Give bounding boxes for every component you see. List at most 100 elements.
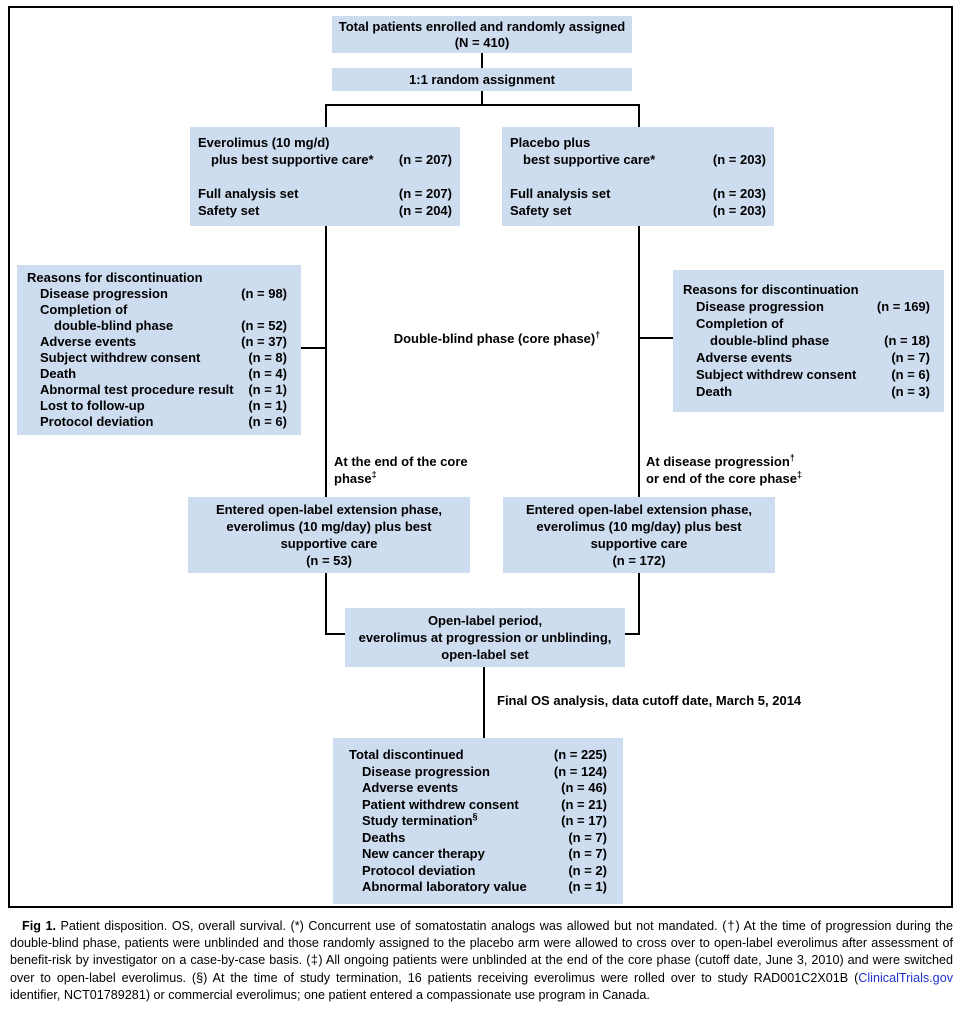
stat-value: (n = 6) — [891, 367, 930, 382]
connector-left-disc — [301, 347, 325, 349]
box-title-text: Reasons for discontinuation — [683, 282, 859, 297]
stat-row: best supportive care* (n = 203) — [510, 151, 766, 168]
open-left-n: (n = 53) — [306, 553, 352, 568]
open-right-line2: everolimus (10 mg/day) plus best — [536, 519, 742, 534]
stat-value: (n = 1) — [568, 879, 607, 894]
stat-row: Abnormal test procedure result (n = 1) — [27, 382, 287, 398]
stat-value: (n = 207) — [398, 186, 452, 201]
stat-label: Adverse events — [696, 350, 793, 365]
stat-row: Death (n = 4) — [27, 366, 287, 382]
open-right-line1: Entered open-label extension phase, — [525, 502, 753, 517]
stat-label: Full analysis set — [198, 186, 299, 201]
connector-period-to-final — [483, 667, 485, 738]
placebo-discontinuation-box: Reasons for discontinuation Disease prog… — [673, 270, 944, 412]
double-blind-phase-text: Double-blind phase (core phase) — [393, 331, 596, 346]
stat-label: Abnormal laboratory value — [362, 879, 527, 894]
figure-caption-label: Fig 1. — [22, 919, 56, 933]
stat-row: double-blind phase (n = 52) — [27, 318, 287, 334]
connector-random-down — [481, 91, 483, 104]
stat-label: Lost to follow-up — [40, 398, 145, 413]
random-assignment-label: 1:1 random assignment — [409, 72, 555, 87]
stat-row: Patient withdrew consent (n = 21) — [349, 797, 607, 814]
stat-label: Protocol deviation — [40, 414, 154, 429]
dagger-sup: † — [595, 329, 601, 340]
clinicaltrials-link[interactable]: ClinicalTrials.gov — [858, 970, 953, 985]
stat-value: (n = 21) — [561, 796, 607, 812]
stat-row: Placebo plus — [510, 134, 766, 151]
left-branch-line2: phase‡ — [334, 470, 468, 487]
total-enrolled-line1: Total patients enrolled and randomly ass… — [338, 19, 626, 34]
open-label-extension-right-box: Entered open-label extension phase, ever… — [503, 497, 775, 573]
stat-label: Full analysis set — [510, 186, 611, 201]
stat-value: (n = 2) — [568, 862, 607, 878]
stat-label: Placebo plus — [510, 135, 591, 150]
box-title: Reasons for discontinuation — [27, 270, 287, 286]
stat-value: (n = 3) — [891, 384, 930, 399]
stat-row: Everolimus (10 mg/d) — [198, 134, 452, 151]
stat-row: Full analysis set (n = 207) — [198, 185, 452, 202]
stat-value: (n = 203) — [712, 203, 766, 218]
stat-label: Safety set — [198, 203, 260, 218]
stat-row: Full analysis set (n = 203) — [510, 185, 766, 202]
total-enrolled-n: (N = 410) — [454, 35, 510, 50]
connector-open-left-down — [325, 573, 327, 635]
box-title-text: Reasons for discontinuation — [27, 270, 203, 285]
stat-label: Completion of — [40, 302, 128, 317]
final-os-analysis-label: Final OS analysis, data cutoff date, Mar… — [497, 693, 802, 708]
double-blind-phase-label: Double-blind phase (core phase)† — [352, 330, 642, 347]
stat-row: Subject withdrew consent (n = 8) — [27, 350, 287, 366]
box-title: Reasons for discontinuation — [683, 281, 930, 298]
open-left-line3: supportive care — [280, 536, 378, 551]
stat-label: double-blind phase — [54, 318, 174, 333]
double-dagger-sup: ‡ — [796, 469, 802, 480]
stat-value: (n = 18) — [884, 333, 930, 348]
stat-value: (n = 203) — [712, 152, 766, 167]
connector-split-horizontal — [325, 104, 640, 106]
open-period-line1: Open-label period, — [427, 613, 543, 628]
stat-value: (n = 207) — [398, 152, 452, 167]
stat-row: Completion of — [683, 315, 930, 332]
stat-label: New cancer therapy — [362, 846, 485, 861]
stat-label: Protocol deviation — [362, 862, 476, 878]
connector-open-right-down — [638, 573, 640, 635]
open-period-line2: everolimus at progression or unblinding, — [358, 630, 612, 645]
right-branch-line2-text: or end of the core phase — [646, 471, 797, 486]
stat-row: Safety set (n = 203) — [510, 202, 766, 219]
connector-right-disc — [640, 337, 673, 339]
stat-label: Disease progression — [40, 286, 168, 301]
stat-row: New cancer therapy (n = 7) — [349, 846, 607, 863]
stat-label: Adverse events — [362, 780, 459, 795]
left-branch-line1-text: At the end of the core — [334, 454, 468, 469]
stat-row: Adverse events (n = 7) — [683, 349, 930, 366]
stat-label: best supportive care* — [523, 152, 656, 167]
open-period-line3: open-label set — [441, 647, 529, 662]
stat-label: Death — [40, 366, 77, 381]
open-label-period-box: Open-label period, everolimus at progres… — [345, 608, 625, 667]
double-dagger-sup: ‡ — [371, 469, 377, 480]
figure-caption-text-before-link: Patient disposition. OS, overall surviva… — [10, 919, 953, 985]
stat-value: (n = 7) — [891, 350, 930, 365]
spacer — [510, 168, 766, 185]
stat-label: Death — [696, 384, 733, 399]
stat-value: (n = 46) — [561, 780, 607, 795]
stat-value: (n = 7) — [568, 846, 607, 861]
open-label-extension-left-box: Entered open-label extension phase, ever… — [188, 497, 470, 573]
stat-row: Subject withdrew consent (n = 6) — [683, 366, 930, 383]
stat-value: (n = 37) — [241, 334, 287, 349]
open-right-line3: supportive care — [590, 536, 688, 551]
connector-open-right-elbow — [625, 633, 640, 635]
stat-label: Subject withdrew consent — [40, 350, 201, 365]
stat-value: (n = 124) — [553, 763, 607, 779]
stat-row: Protocol deviation (n = 2) — [349, 863, 607, 880]
everolimus-arm-box: Everolimus (10 mg/d) plus best supportiv… — [190, 127, 460, 226]
stat-label: Safety set — [510, 203, 572, 218]
stat-value: (n = 6) — [248, 414, 287, 429]
right-branch-line1-text: At disease progression — [646, 454, 790, 469]
stat-row: double-blind phase (n = 18) — [683, 332, 930, 349]
stat-row: Deaths (n = 7) — [349, 830, 607, 847]
stat-value: (n = 1) — [248, 382, 287, 397]
connector-right-vertical — [638, 226, 640, 497]
stat-row: Death (n = 3) — [683, 383, 930, 400]
stat-label: Patient withdrew consent — [362, 796, 519, 812]
